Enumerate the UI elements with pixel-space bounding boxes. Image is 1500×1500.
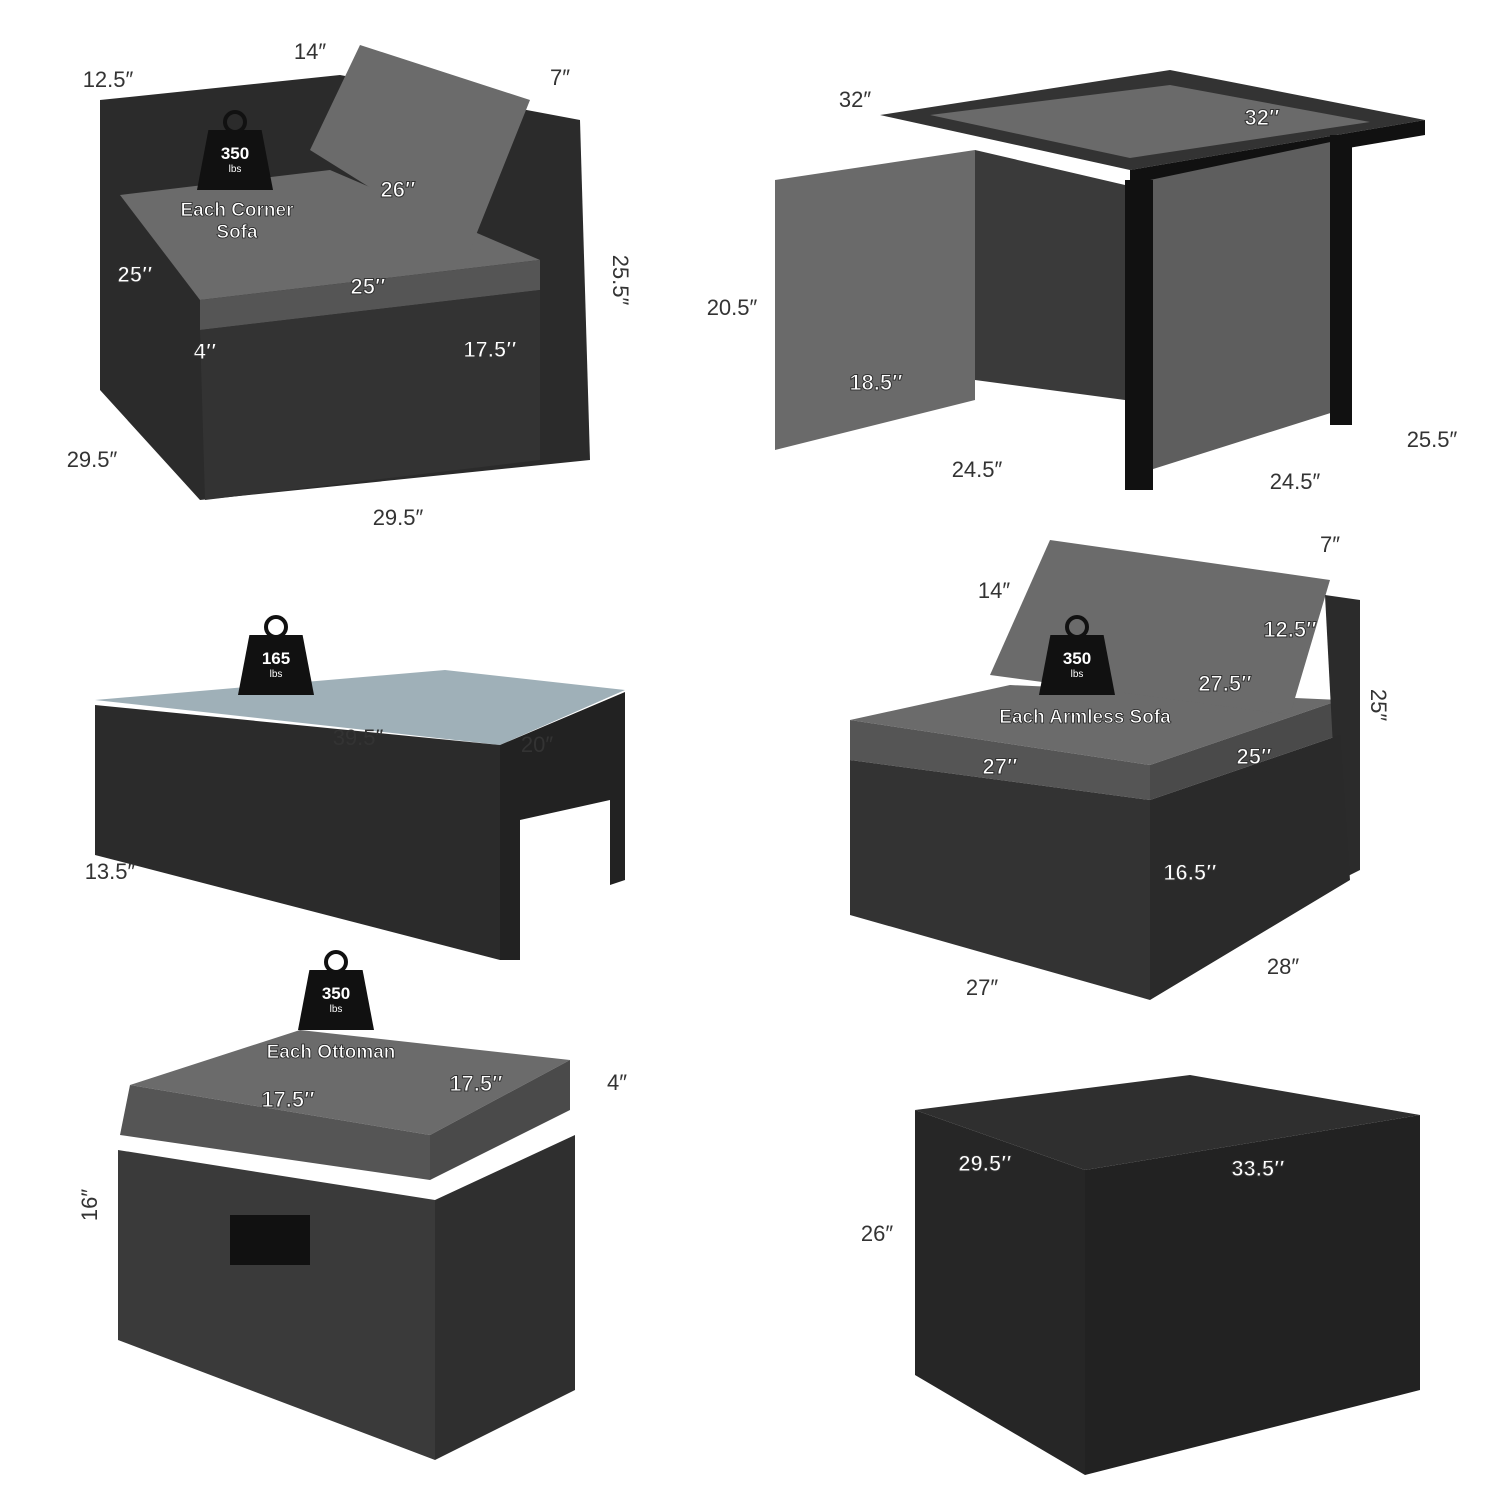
dim-label: 14″: [977, 578, 1011, 603]
dim-label: 33.5″: [1231, 1156, 1285, 1182]
dim-label: 18.5″: [849, 370, 903, 396]
dim-label: 27″: [965, 975, 999, 1000]
dim-label: 25″: [1236, 744, 1272, 770]
coffee-table-illustration: [95, 670, 625, 960]
ottoman-caption: Each Ottoman: [266, 1042, 396, 1064]
dim-label: 25.5″: [608, 254, 633, 306]
dim-label: 16″: [77, 1188, 102, 1222]
dim-label: 32″: [838, 87, 872, 112]
dim-label: 29.5″: [372, 505, 424, 530]
dim-label: 27″: [982, 754, 1018, 780]
dim-label: 7″: [1319, 532, 1341, 557]
corner-sofa-illustration: [100, 45, 590, 500]
dim-label: 39.5″: [332, 725, 384, 750]
dim-label: 25.5″: [1406, 427, 1458, 452]
dim-label: 25″: [350, 274, 386, 300]
dim-label: 26″: [380, 177, 416, 203]
dim-label: 14″: [293, 39, 327, 64]
dim-label: 25″: [117, 262, 153, 288]
dim-label: 17.5″: [463, 337, 517, 363]
dim-label: 12.5″: [1263, 617, 1317, 643]
armless-sofa-illustration: [850, 540, 1360, 1000]
armless-sofa-caption: Each Armless Sofa: [999, 707, 1171, 729]
dim-label: 28″: [1266, 954, 1300, 979]
dim-label: 7″: [549, 65, 571, 90]
dim-label: 17.5″: [449, 1071, 503, 1097]
dim-label: 13.5″: [84, 859, 136, 884]
dim-label: 26″: [860, 1221, 894, 1246]
dim-label: 20″: [520, 732, 554, 757]
dim-label: 4″: [606, 1070, 628, 1095]
fire-pit-table-illustration: [775, 70, 1425, 490]
dim-label: 29.5″: [66, 447, 118, 472]
dim-label: 24.5″: [1269, 469, 1321, 494]
dim-label: 24.5″: [951, 457, 1003, 482]
ottoman-illustration: [118, 1030, 575, 1460]
dim-label: 17.5″: [261, 1087, 315, 1113]
dim-label: 4″: [193, 339, 217, 365]
dim-label: 16.5″: [1163, 860, 1217, 886]
dim-label: 12.5″: [82, 67, 134, 92]
dim-label: 27.5″: [1198, 671, 1252, 697]
dim-label: 32″: [1244, 105, 1280, 131]
dim-label: 20.5″: [706, 295, 758, 320]
dim-label: 29.5″: [958, 1151, 1012, 1177]
dim-label: 25″: [1366, 688, 1391, 722]
storage-box-illustration: [915, 1075, 1420, 1475]
